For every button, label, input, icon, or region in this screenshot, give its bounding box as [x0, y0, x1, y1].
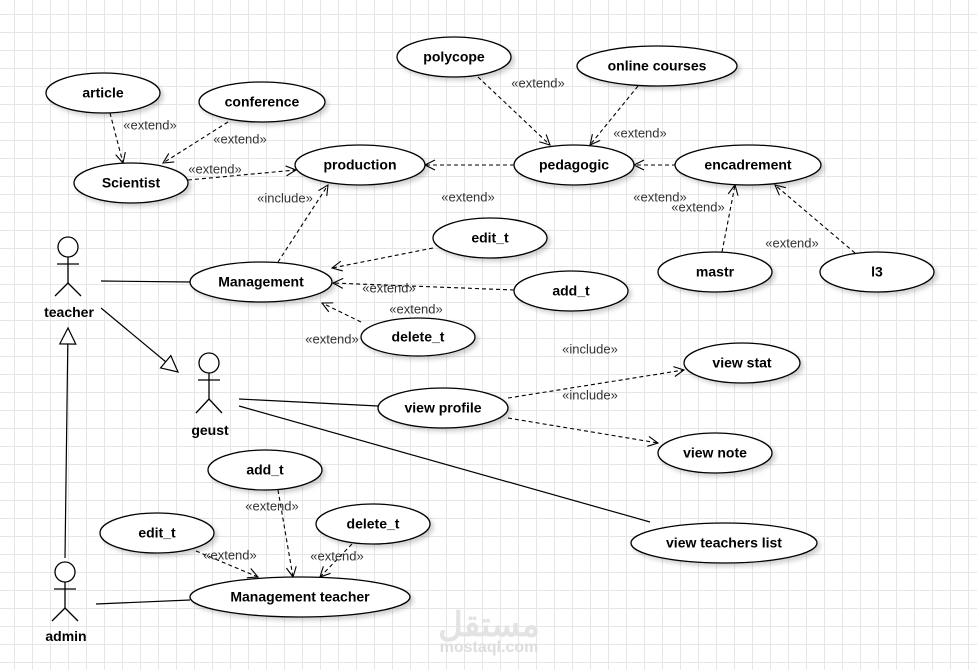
svg-text:view profile: view profile [404, 400, 481, 416]
use-case-delete-t-admin[interactable]: delete_t [315, 503, 431, 545]
svg-text:mostaql.com: mostaql.com [440, 639, 539, 656]
svg-text:online courses: online courses [608, 58, 707, 74]
actor-teacher[interactable]: teacher [44, 236, 94, 320]
svg-text:admin: admin [45, 628, 86, 644]
svg-text:view stat: view stat [712, 355, 771, 371]
use-case-add-t[interactable]: add_t [513, 270, 629, 312]
svg-text:«extend»: «extend» [671, 199, 725, 214]
svg-text:teacher: teacher [44, 304, 94, 320]
use-case-edit-t[interactable]: edit_t [432, 217, 548, 259]
svg-text:delete_t: delete_t [347, 516, 400, 532]
svg-text:view teachers list: view teachers list [666, 535, 782, 551]
use-case-polycope[interactable]: polycope [396, 36, 512, 78]
use-case-online-courses[interactable]: online courses [576, 45, 738, 87]
svg-text:geust: geust [191, 422, 229, 438]
use-case-production[interactable]: production [294, 144, 426, 186]
use-case-conference[interactable]: conference [198, 81, 326, 123]
svg-text:«include»: «include» [562, 387, 618, 402]
svg-text:«include»: «include» [257, 190, 313, 205]
svg-text:mastr: mastr [696, 264, 735, 280]
svg-text:مستقل: مستقل [438, 606, 540, 644]
svg-text:edit_t: edit_t [138, 525, 176, 541]
svg-text:edit_t: edit_t [471, 230, 509, 246]
svg-text:view note: view note [683, 445, 747, 461]
svg-text:Management: Management [218, 274, 304, 290]
svg-text:«extend»: «extend» [511, 75, 565, 90]
use-case-management[interactable]: Management [189, 261, 333, 303]
use-case-pedagogic[interactable]: pedagogic [513, 144, 635, 186]
svg-text:«extend»: «extend» [203, 547, 257, 562]
svg-text:conference: conference [225, 94, 300, 110]
associations [58, 280, 651, 605]
dependencies [109, 76, 856, 577]
svg-text:«include»: «include» [562, 341, 618, 356]
actor-geust[interactable]: geust [191, 352, 229, 438]
actor-admin[interactable]: admin [45, 561, 87, 644]
svg-text:«extend»: «extend» [389, 301, 443, 316]
use-case-delete-t[interactable]: delete_t [360, 317, 476, 357]
svg-text:«extend»: «extend» [441, 189, 495, 204]
svg-text:«extend»: «extend» [633, 189, 687, 204]
svg-text:«extend»: «extend» [613, 125, 667, 140]
use-case-encadrement[interactable]: encadrement [674, 144, 822, 186]
svg-text:«extend»: «extend» [245, 498, 299, 513]
svg-text:«extend»: «extend» [362, 280, 416, 295]
svg-text:Management teacher: Management teacher [230, 589, 370, 605]
use-case-view-note[interactable]: view note [657, 432, 773, 474]
use-case-view-stat[interactable]: view stat [683, 342, 801, 384]
svg-text:pedagogic: pedagogic [539, 157, 609, 173]
watermark: مستقل mostaql.com [438, 606, 540, 656]
use-case-scientist[interactable]: Scientist [73, 162, 189, 204]
svg-text:«extend»: «extend» [305, 331, 359, 346]
svg-text:«extend»: «extend» [188, 161, 242, 176]
svg-text:«extend»: «extend» [123, 117, 177, 132]
svg-text:«extend»: «extend» [310, 548, 364, 563]
use-case-view-teachers-list[interactable]: view teachers list [630, 522, 818, 564]
svg-text:add_t: add_t [246, 462, 284, 478]
use-case-view-profile[interactable]: view profile [377, 387, 509, 429]
svg-text:article: article [82, 85, 123, 101]
svg-text:«extend»: «extend» [765, 235, 819, 250]
svg-text:l3: l3 [871, 264, 883, 280]
svg-text:encadrement: encadrement [704, 157, 791, 173]
use-case-management-teacher[interactable]: Management teacher [189, 576, 411, 618]
use-case-mastr[interactable]: mastr [657, 251, 773, 293]
use-case-edit-t-admin[interactable]: edit_t [99, 512, 215, 554]
svg-text:delete_t: delete_t [392, 329, 445, 345]
svg-text:polycope: polycope [423, 49, 485, 65]
use-case-add-t-admin[interactable]: add_t [207, 449, 323, 491]
stereotype-labels: «extend» «extend» «extend» «include» «ex… [123, 75, 819, 563]
use-case-article[interactable]: article [45, 72, 161, 114]
svg-text:add_t: add_t [552, 283, 590, 299]
svg-text:«extend»: «extend» [213, 131, 267, 146]
use-case-l3[interactable]: l3 [819, 251, 935, 293]
svg-text:production: production [323, 157, 396, 173]
svg-text:Scientist: Scientist [102, 175, 161, 191]
